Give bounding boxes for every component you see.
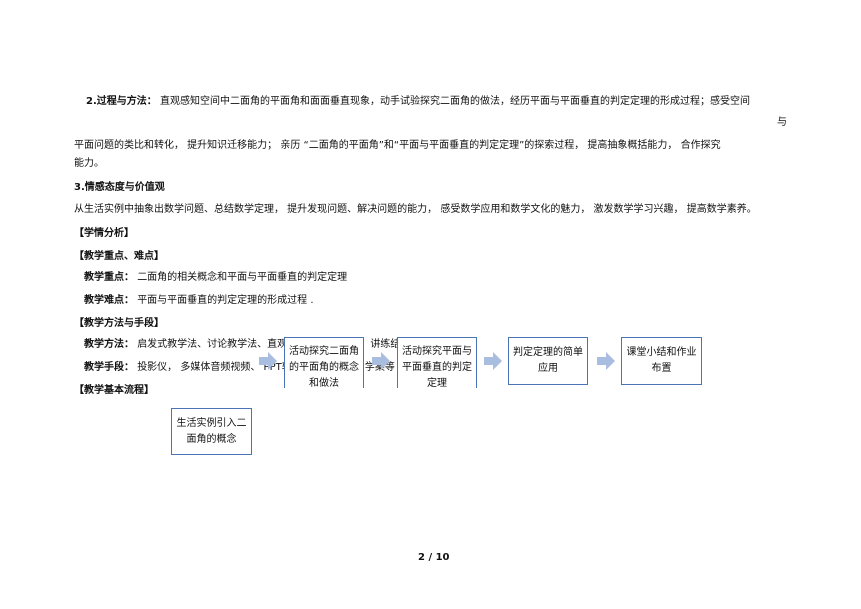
flow-arrow-4-icon — [597, 352, 615, 370]
process-method-text-2: 平面问题的类比和转化， 提升知识迁移能力； 亲历 “二面角的平面角”和“平面与平… — [74, 140, 721, 151]
difficulty-text: 平面与平面垂直的判定定理的形成过程 . — [137, 295, 314, 306]
means-text: 投影仪， 多媒体音频视频、 PPT软件、几何画板、 学案等 — [137, 362, 395, 373]
page-separator: / — [428, 552, 433, 563]
page-number: 2 / 10 — [418, 552, 450, 563]
key-point-row: 教学重点： 二面角的相关概念和平面与平面垂直的判定定理 — [84, 271, 347, 284]
page-current: 2 — [418, 552, 425, 563]
flow-box-dihedral-angle: 活动探究二面角的平面角的概念和做法 — [284, 337, 364, 388]
process-method-text-1: 直观感知空间中二面角的平面角和面面垂直现象，动手试验探究二面角的做法，经历平面与… — [159, 96, 750, 107]
flow-arrow-3-icon — [484, 352, 502, 370]
process-method-line1: 2.过程与方法： 直观感知空间中二面角的平面角和面面垂直现象，动手试验探究二面角… — [86, 95, 750, 108]
means-row: 教学手段： 投影仪， 多媒体音频视频、 PPT软件、几何画板、 学案等 — [84, 361, 395, 374]
flow-box-theorem-application: 判定定理的简单应用 — [508, 337, 588, 385]
means-label: 教学手段： — [84, 362, 134, 373]
process-method-line1-tail: 与 — [777, 117, 787, 128]
section-key-points: 【教学重点、难点】 — [74, 251, 164, 262]
section-flow: 【教学基本流程】 — [74, 385, 154, 396]
key-point-label: 教学重点： — [84, 272, 134, 283]
flow-box-summary-homework: 课堂小结和作业布置 — [621, 337, 702, 385]
flow-box-perpendicular-theorem: 活动探究平面与平面垂直的判定定理 — [397, 337, 477, 388]
key-point-text: 二面角的相关概念和平面与平面垂直的判定定理 — [137, 272, 348, 283]
method-text: 启发式教学法、讨论教学法、直观演示法、 实验法、讲练结合法； — [137, 339, 431, 350]
difficulty-label: 教学难点： — [84, 295, 134, 306]
emotion-heading: 3.情感态度与价值观 — [74, 182, 165, 193]
process-method-text-3: 能力。 — [74, 158, 104, 169]
method-label: 教学方法： — [84, 339, 134, 350]
process-method-heading: 2.过程与方法： — [86, 96, 157, 107]
page-total: 10 — [435, 552, 450, 563]
method-row: 教学方法： 启发式教学法、讨论教学法、直观演示法、 实验法、讲练结合法； — [84, 338, 430, 351]
section-analysis: 【学情分析】 — [74, 228, 134, 239]
flow-arrow-1-icon — [259, 352, 277, 370]
emotion-text: 从生活实例中抽象出数学问题、总结数学定理， 提升发现问题、解决问题的能力， 感受… — [74, 204, 757, 215]
difficulty-row: 教学难点： 平面与平面垂直的判定定理的形成过程 . — [84, 294, 314, 307]
flow-arrow-2-icon — [372, 352, 390, 370]
section-methods: 【教学方法与手段】 — [74, 318, 164, 329]
flow-box-real-life-intro: 生活实例引入二面角的概念 — [171, 408, 252, 455]
